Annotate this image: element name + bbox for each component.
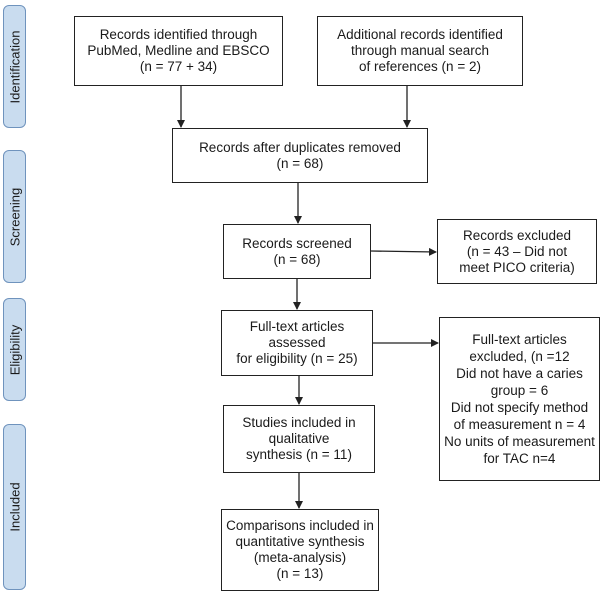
box-records-excluded: Records excluded (n = 43 – Did not meet …	[437, 219, 597, 284]
fulltext-assessed-line-1: Full-text articles	[249, 319, 345, 334]
qualitative-line-2: qualitative	[268, 431, 330, 446]
quantitative-line-4: (n = 13)	[276, 566, 324, 581]
fulltext-excluded-line-7: No units of measurement	[444, 434, 595, 449]
quantitative-line-2: quantitative synthesis	[235, 534, 365, 549]
records-identified-line-1: Records identified through	[99, 27, 258, 42]
records-excluded-line-2: (n = 43 – Did not	[466, 243, 568, 259]
box-records-screened: Records screened (n = 68)	[223, 224, 371, 279]
fulltext-assessed-line-3: for eligibility (n = 25)	[236, 351, 358, 366]
after-duplicates-line-1: Records after duplicates removed	[199, 139, 401, 155]
qualitative-line-3: synthesis (n = 11)	[246, 447, 352, 462]
box-fulltext-excluded: Full-text articles excluded, (n =12 Did …	[439, 317, 600, 481]
additional-records-line-2: through manual search	[350, 43, 490, 58]
records-screened-line-2: (n = 68)	[273, 251, 321, 267]
fulltext-excluded-line-2: excluded, (n =12	[469, 349, 570, 364]
box-fulltext-assessed: Full-text articles assessed for eligibil…	[221, 310, 373, 376]
fulltext-excluded-line-1: Full-text articles	[472, 332, 567, 347]
arrow-screened-to-excluded	[370, 247, 437, 256]
phase-identification: Identification	[3, 5, 26, 128]
box-records-identified: Records identified through PubMed, Medli…	[74, 16, 283, 86]
additional-records-line-3: of references (n = 2)	[359, 59, 481, 74]
records-identified-line-2: PubMed, Medline and EBSCO	[87, 43, 270, 58]
phase-included: Included	[3, 424, 26, 590]
fulltext-excluded-line-5: Did not specify method	[450, 400, 589, 415]
fulltext-excluded-line-3: Did not have a caries	[456, 366, 583, 381]
phase-eligibility: Eligibility	[3, 298, 26, 401]
box-qualitative-synthesis: Studies included in qualitative synthesi…	[223, 405, 375, 473]
after-duplicates-line-2: (n = 68)	[276, 155, 324, 171]
records-excluded-line-1: Records excluded	[462, 227, 572, 243]
quantitative-line-1: Comparisons included in	[226, 518, 374, 533]
fulltext-excluded-line-4: group = 6	[490, 383, 549, 398]
fulltext-assessed-line-2: assessed	[268, 335, 326, 350]
phase-screening: Screening	[3, 150, 26, 283]
records-excluded-line-3: meet PICO criteria)	[459, 259, 575, 275]
fulltext-excluded-line-6: of measurement n = 4	[453, 417, 586, 432]
box-after-duplicates: Records after duplicates removed (n = 68…	[172, 128, 428, 183]
additional-records-line-1: Additional records identified	[337, 27, 503, 42]
box-additional-records: Additional records identified through ma…	[317, 16, 523, 86]
quantitative-line-3: (meta-analysis)	[253, 550, 347, 565]
records-identified-line-3: (n = 77 + 34)	[139, 59, 218, 74]
fulltext-excluded-line-8: for TAC n=4	[483, 451, 556, 466]
records-screened-line-1: Records screened	[242, 235, 352, 251]
qualitative-line-1: Studies included in	[242, 415, 356, 430]
box-quantitative-synthesis: Comparisons included in quantitative syn…	[221, 509, 379, 591]
